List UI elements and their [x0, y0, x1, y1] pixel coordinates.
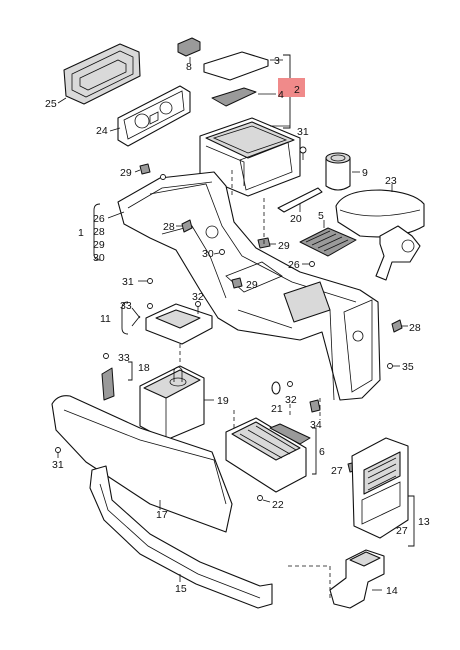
callout-33-b: 33	[118, 352, 130, 364]
part-20-bracket	[277, 187, 323, 213]
part-8-clip	[177, 37, 201, 63]
callout-24: 24	[96, 125, 108, 137]
callout-32-b: 32	[285, 394, 297, 406]
part-15-air-duct	[89, 465, 273, 609]
callout-29-b: 29	[93, 239, 105, 251]
part-30-clip-b	[213, 249, 225, 255]
part-9-cup-holder	[325, 152, 360, 191]
brace-13	[408, 495, 415, 547]
callout-29-d: 29	[246, 279, 258, 291]
part-19-shifter-housing	[139, 365, 214, 441]
callout-17: 17	[156, 509, 168, 521]
part-28-clip-a	[176, 219, 193, 233]
callout-23: 23	[385, 175, 397, 187]
part-17-side-trim	[51, 395, 233, 533]
callout-32-a: 32	[192, 291, 204, 303]
callout-4: 4	[278, 89, 284, 101]
part-31-screw-c	[55, 447, 61, 458]
callout-28-a: 28	[163, 221, 175, 233]
brace-11	[121, 301, 129, 335]
part-3-lid	[203, 51, 283, 81]
part-24-control-panel	[109, 85, 191, 147]
highlight-box-2	[278, 78, 305, 97]
part-25-trim-frame	[57, 43, 141, 105]
callout-26: 26	[93, 213, 105, 225]
callout-30-a: 30	[93, 252, 105, 264]
callout-25: 25	[45, 98, 57, 110]
part-35-screw	[387, 363, 400, 369]
part-28-clip-c	[391, 319, 408, 333]
part-4-mat	[211, 87, 276, 107]
callout-33-a: 33	[120, 300, 132, 312]
brace-1	[93, 203, 101, 261]
part-23-armrest	[335, 184, 425, 281]
callout-8: 8	[186, 61, 192, 73]
callout-31-a: 31	[297, 126, 309, 138]
callout-labels: 25 24 8 3 4 2 31 9 23 29 26 1 28 28 29 3…	[45, 55, 430, 597]
callout-6: 6	[319, 446, 325, 458]
dash-6	[288, 565, 331, 600]
callout-5: 5	[318, 210, 324, 222]
part-29-clip-a	[134, 163, 151, 175]
callout-31-c: 31	[52, 459, 64, 471]
part-11-bracket	[145, 301, 213, 345]
part-26-screw-b	[302, 261, 315, 267]
brace-6	[312, 427, 317, 475]
callout-19: 19	[217, 395, 229, 407]
callout-26-b: 26	[288, 259, 300, 271]
callout-29-c: 29	[278, 240, 290, 252]
part-31-screw-b	[138, 278, 153, 284]
part-13-rear-vent	[351, 437, 409, 539]
part-14-rear-duct	[329, 549, 385, 609]
leader-26	[107, 211, 125, 219]
part-32-screw-b	[287, 381, 293, 387]
part-21-plug	[271, 381, 281, 395]
callout-29-a: 29	[120, 167, 132, 179]
callout-31-b: 31	[122, 276, 134, 288]
callout-20: 20	[290, 213, 302, 225]
callout-28-c: 28	[409, 322, 421, 334]
callout-15: 15	[175, 583, 187, 595]
brace-11-inner	[131, 307, 141, 327]
callout-22: 22	[272, 499, 284, 511]
part-5-mat	[299, 220, 357, 257]
part-18-lever	[101, 353, 133, 401]
callout-3: 3	[274, 55, 280, 67]
part-30-clip-a	[160, 174, 166, 180]
callout-28-b: 28	[93, 226, 105, 238]
callout-34: 34	[310, 419, 322, 431]
callout-35: 35	[402, 361, 414, 373]
part-34-clip	[309, 399, 321, 413]
part-29-clip-b	[257, 237, 276, 249]
part-6-grille	[269, 423, 311, 445]
callout-30-b: 30	[202, 248, 214, 260]
callout-13: 13	[418, 516, 430, 528]
part-storage-module	[199, 117, 301, 197]
callout-14: 14	[386, 585, 398, 597]
callout-21: 21	[271, 403, 283, 415]
callout-11: 11	[100, 313, 111, 325]
callout-2: 2	[294, 84, 300, 96]
callout-27-a: 27	[331, 465, 343, 477]
part-31-screw-top	[299, 146, 307, 160]
callout-9: 9	[362, 167, 368, 179]
callout-27-b: 27	[396, 525, 408, 537]
callout-18: 18	[138, 362, 150, 374]
callout-1: 1	[78, 227, 84, 239]
part-29-clip-c	[231, 277, 243, 289]
